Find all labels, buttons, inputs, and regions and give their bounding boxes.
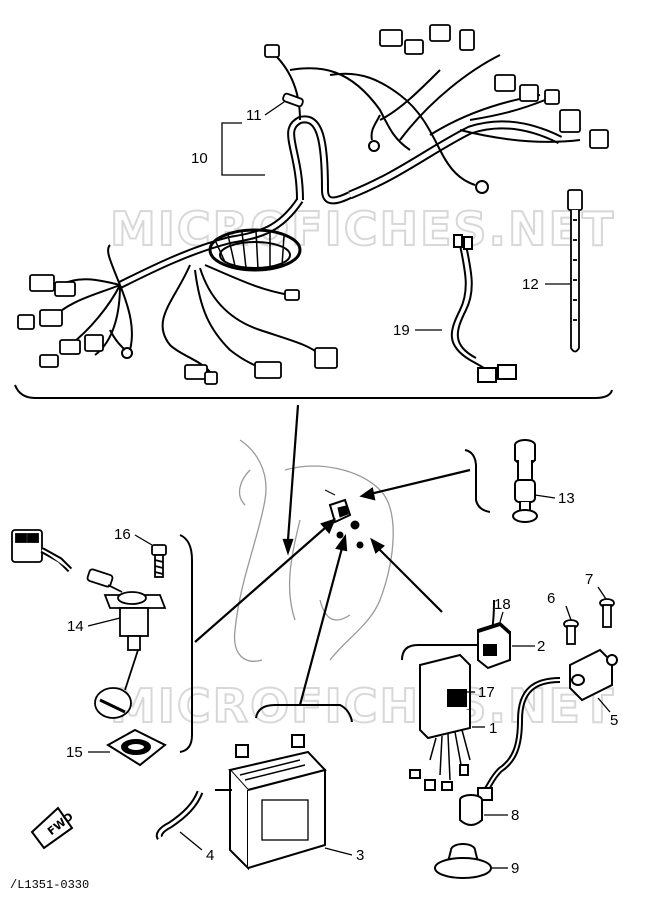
- fuse: [282, 92, 304, 108]
- callout-2: 2: [537, 638, 545, 655]
- callout-19: 19: [393, 322, 410, 339]
- cdi-unit: [409, 653, 471, 791]
- callout-labels: 1 2 3 4 5 6 7 8 9 10 11 12 13 14 15 16 1…: [66, 107, 618, 877]
- callout-10: 10: [191, 150, 208, 167]
- callout-12: 12: [522, 276, 539, 293]
- battery-group-bracket: [255, 704, 353, 723]
- callout-18: 18: [494, 596, 511, 613]
- callout-16: 16: [114, 526, 131, 543]
- callout-17: 17: [478, 684, 495, 701]
- callout-6: 6: [547, 590, 555, 607]
- callout-3: 3: [356, 847, 364, 864]
- terminal-cap: [459, 794, 483, 826]
- screws: [563, 598, 615, 645]
- fwd-marker: FWD: [30, 806, 76, 850]
- sub-lead: [450, 234, 517, 383]
- starter-relay: [477, 648, 618, 801]
- relay-group-bracket: [401, 599, 495, 661]
- fuse-holder: [512, 439, 538, 523]
- callout-14: 14: [67, 618, 84, 635]
- callout-13: 13: [558, 490, 575, 507]
- switch-group-bracket: [464, 449, 491, 513]
- callout-9: 9: [511, 860, 519, 877]
- cable-band: [567, 189, 583, 353]
- callout-8: 8: [511, 807, 519, 824]
- battery: [215, 734, 327, 871]
- fuel-sender: [11, 529, 167, 719]
- scooter-body-outline: [233, 439, 394, 662]
- sender-gasket: [106, 728, 167, 767]
- rubber-base: [434, 843, 492, 879]
- mounting-points: [324, 489, 364, 549]
- callout-7: 7: [585, 571, 593, 588]
- callout-1: 1: [489, 720, 497, 737]
- sender-group-bracket: [179, 534, 193, 753]
- callout-leaders: [87, 101, 611, 869]
- watermark-bottom: MICROFICHES.NET: [110, 679, 615, 733]
- harness-group-bracket: [14, 384, 613, 399]
- sender-bolt: [151, 544, 167, 578]
- callout-15: 15: [66, 744, 83, 761]
- callout-5: 5: [610, 712, 618, 729]
- callout-4: 4: [206, 847, 214, 864]
- relay: [477, 621, 511, 670]
- leader-arrows: [194, 404, 471, 706]
- watermark-top: MICROFICHES.NET: [110, 202, 615, 256]
- breather-hose: [155, 790, 204, 840]
- harness-connectors: [17, 24, 609, 385]
- reference-code: /L1351-0330: [10, 878, 89, 892]
- callout-11: 11: [246, 107, 262, 124]
